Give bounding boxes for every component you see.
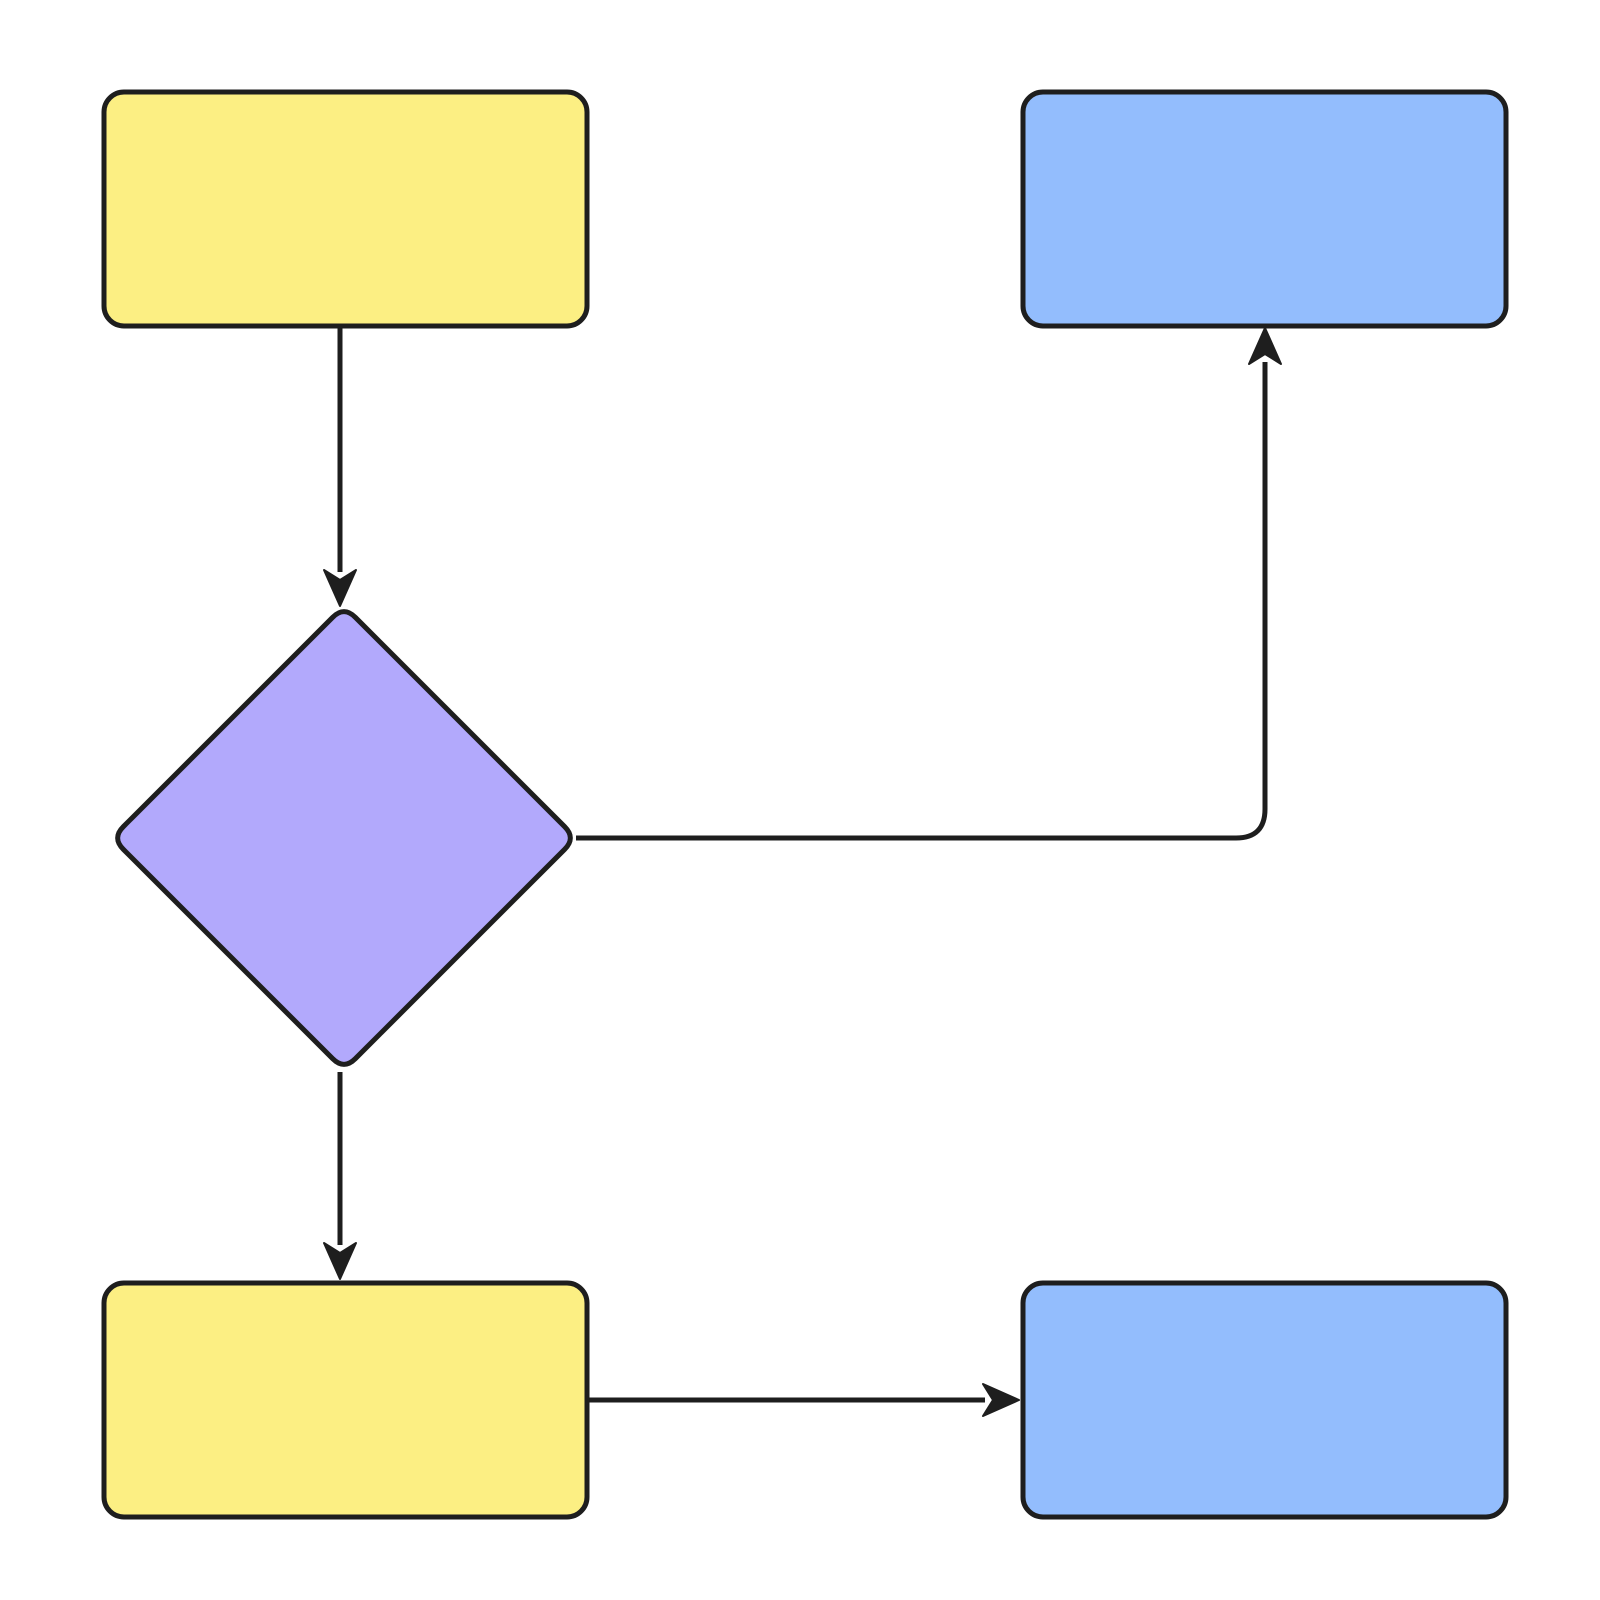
decision-diamond-shape bbox=[115, 609, 573, 1067]
edges-layer bbox=[337, 326, 1268, 1403]
node-start[interactable] bbox=[101, 89, 590, 329]
arrowheads-layer bbox=[323, 327, 1282, 1417]
arrowhead-decision-to-outcome-top bbox=[1248, 327, 1282, 365]
nodes-layer bbox=[101, 89, 1509, 1520]
node-outcome-bottom[interactable] bbox=[1020, 1280, 1509, 1520]
arrowhead-process-to-outcome-bottom bbox=[982, 1383, 1020, 1417]
outcome-bottom-rectangle-shape bbox=[1020, 1280, 1509, 1520]
node-process[interactable] bbox=[101, 1280, 590, 1520]
arrowhead-decision-to-process bbox=[323, 1242, 357, 1280]
start-rectangle-shape bbox=[101, 89, 590, 329]
node-decision[interactable] bbox=[115, 609, 573, 1067]
edge-decision-to-outcome-top[interactable] bbox=[576, 362, 1268, 841]
outcome-top-rectangle-shape bbox=[1020, 89, 1509, 329]
arrowhead-start-to-decision bbox=[323, 569, 357, 607]
node-outcome-top[interactable] bbox=[1020, 89, 1509, 329]
process-rectangle-shape bbox=[101, 1280, 590, 1520]
